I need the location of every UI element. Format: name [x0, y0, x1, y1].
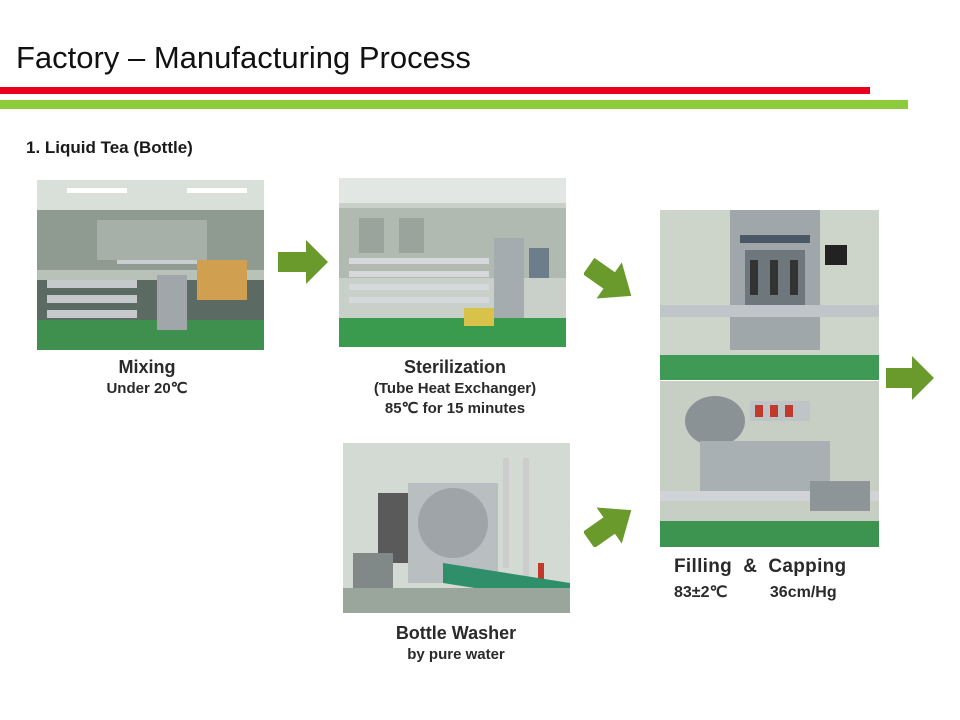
- sterilization-detail-2: 85℃ for 15 minutes: [384, 399, 526, 417]
- mixing-caption: Mixing Under 20℃: [87, 356, 207, 399]
- filling-pressure: 36cm/Hg: [769, 584, 837, 601]
- sterilization-caption: Sterilization (Tube Heat Exchanger) 85℃ …: [345, 356, 565, 418]
- sterilization-label: Sterilization: [403, 357, 506, 377]
- arrow-up-right-icon: [584, 507, 632, 547]
- arrow-down-right-icon: [584, 257, 632, 299]
- sterilization-detail: (Tube Heat Exchanger): [373, 380, 537, 398]
- slide-title: Factory – Manufacturing Process: [16, 40, 471, 75]
- red-rule: [0, 87, 870, 94]
- mixing-label: Mixing: [118, 357, 176, 377]
- mixing-photo: [37, 180, 264, 350]
- filling-capping-caption: Filling & Capping 83±2℃ 36cm/Hg: [674, 556, 846, 602]
- bottle-washer-label: Bottle Washer: [395, 623, 517, 643]
- arrow-right-icon: [278, 240, 328, 284]
- arrow-right-icon: [886, 356, 934, 400]
- bottle-washer-detail: by pure water: [407, 646, 505, 664]
- capping-photo: [660, 381, 879, 547]
- filling-temp: 83±2℃: [674, 584, 728, 601]
- filling-capping-label: Filling & Capping: [674, 556, 847, 577]
- mixing-detail: Under 20℃: [106, 380, 188, 398]
- bottle-washer-photo: [343, 443, 570, 613]
- green-rule: [0, 100, 908, 109]
- sterilization-photo: [339, 178, 566, 347]
- bottle-washer-caption: Bottle Washer by pure water: [356, 622, 556, 665]
- filling-photo: [660, 210, 879, 380]
- section-subtitle: 1. Liquid Tea (Bottle): [26, 138, 193, 157]
